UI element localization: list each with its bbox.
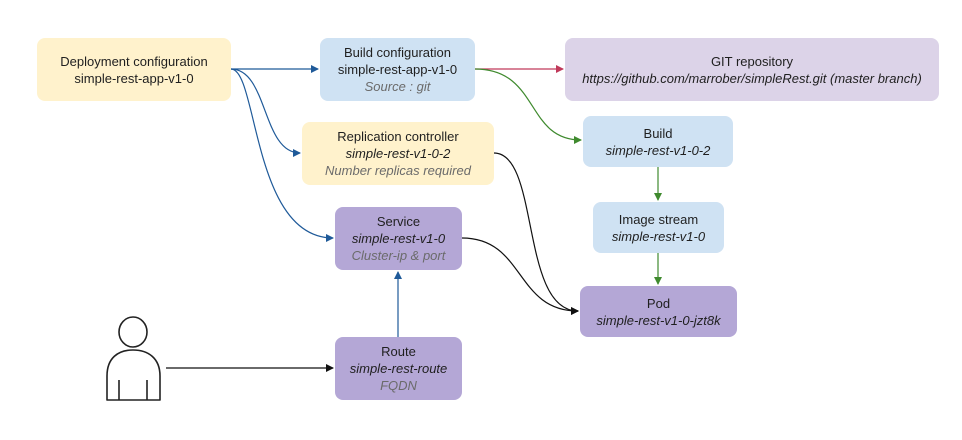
user-icon [106,316,161,401]
route-name: simple-rest-route [349,361,448,376]
service-node[interactable]: Service simple-rest-v1-0 Cluster-ip & po… [335,207,462,270]
replication-controller-detail: Number replicas required [325,163,471,178]
replication-controller-node[interactable]: Replication controller simple-rest-v1-0-… [302,122,494,185]
build-name: simple-rest-v1-0-2 [605,142,711,158]
image-stream-title: Image stream [618,211,699,227]
deployment-configuration-node[interactable]: Deployment configuration simple-rest-app… [37,38,231,101]
edge-replication-controller-to-pod [493,152,579,315]
service-name: simple-rest-v1-0 [351,231,446,246]
service-title: Service [376,214,421,229]
build-title: Build [643,125,673,141]
replication-controller-name: simple-rest-v1-0-2 [345,146,451,161]
route-node[interactable]: Route simple-rest-route FQDN [335,337,462,400]
build-configuration-source: Source : git [364,79,431,94]
git-repository-node[interactable]: GIT repository https://github.com/marrob… [565,38,939,101]
build-node[interactable]: Build simple-rest-v1-0-2 [583,116,733,167]
git-repository-url: https://github.com/marrober/simpleRest.g… [582,70,922,86]
image-stream-name: simple-rest-v1-0 [611,228,706,244]
image-stream-node[interactable]: Image stream simple-rest-v1-0 [593,202,724,253]
route-detail: FQDN [380,378,417,393]
deployment-configuration-title: Deployment configuration [60,53,208,69]
edge-deployment-to-service [230,68,334,242]
edge-service-to-pod [461,237,579,315]
git-repository-title: GIT repository [710,53,794,69]
pod-node[interactable]: Pod simple-rest-v1-0-jzt8k [580,286,737,337]
build-configuration-name: simple-rest-app-v1-0 [337,62,458,77]
edge-build-config-to-build [474,68,582,144]
deployment-configuration-name: simple-rest-app-v1-0 [74,70,194,86]
build-configuration-node[interactable]: Build configuration simple-rest-app-v1-0… [320,38,475,101]
route-title: Route [381,344,416,359]
edge-deployment-to-replication-controller [230,68,301,157]
pod-title: Pod [646,295,671,311]
build-configuration-title: Build configuration [344,45,451,60]
pod-name: simple-rest-v1-0-jzt8k [596,312,721,328]
replication-controller-title: Replication controller [337,129,459,144]
service-detail: Cluster-ip & port [351,248,446,263]
